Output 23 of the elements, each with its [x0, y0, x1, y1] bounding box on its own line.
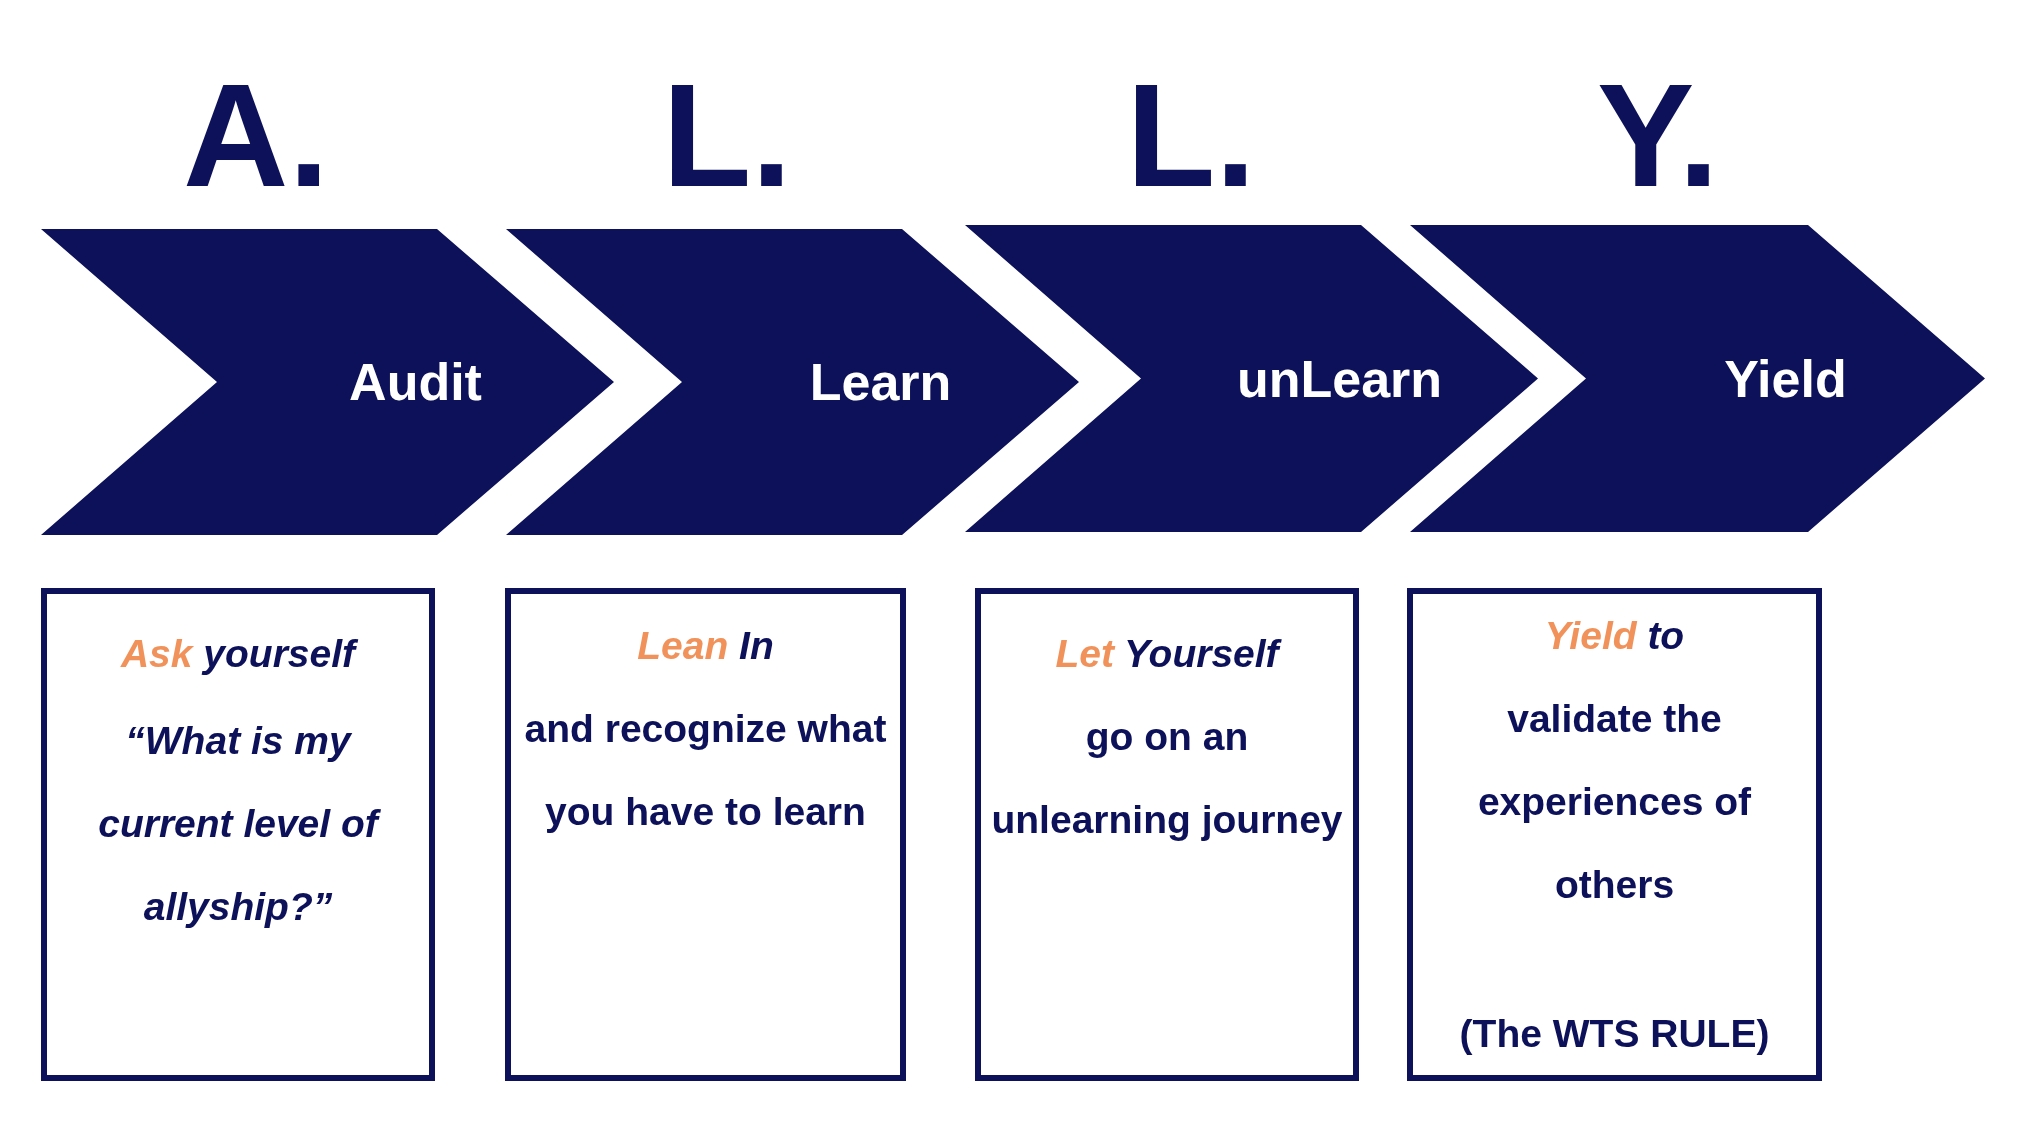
description-card — [41, 588, 435, 1081]
description-card — [505, 588, 906, 1081]
description-card — [975, 588, 1359, 1081]
card-heading: Yield to — [1544, 613, 1685, 659]
card-text: and recognize what you have to learn — [523, 706, 888, 835]
acronym-letter: Y. — [1597, 63, 1719, 209]
card-text: validate the experiences of others — [1476, 696, 1753, 908]
chevron-step — [506, 229, 1079, 535]
step-title: unLearn — [1236, 348, 1443, 409]
step-title: Yield — [1724, 348, 1847, 409]
step-title: Audit — [349, 352, 482, 412]
card-text: go on an unlearning journey — [990, 714, 1344, 843]
step-title: Learn — [809, 352, 952, 412]
chevron-step — [965, 225, 1538, 532]
acronym-letter: L. — [662, 63, 792, 209]
description-card — [1407, 588, 1822, 1081]
acronym-letter: A. — [183, 63, 329, 209]
card-heading: Lean In — [637, 623, 774, 669]
card-heading: Ask yourself — [120, 631, 356, 677]
acronym-letter: L. — [1126, 63, 1256, 209]
card-text: “What is my current level of allyship?” — [53, 699, 423, 948]
chevron-step — [41, 229, 614, 535]
card-note: (The WTS RULE) — [1459, 1011, 1770, 1057]
